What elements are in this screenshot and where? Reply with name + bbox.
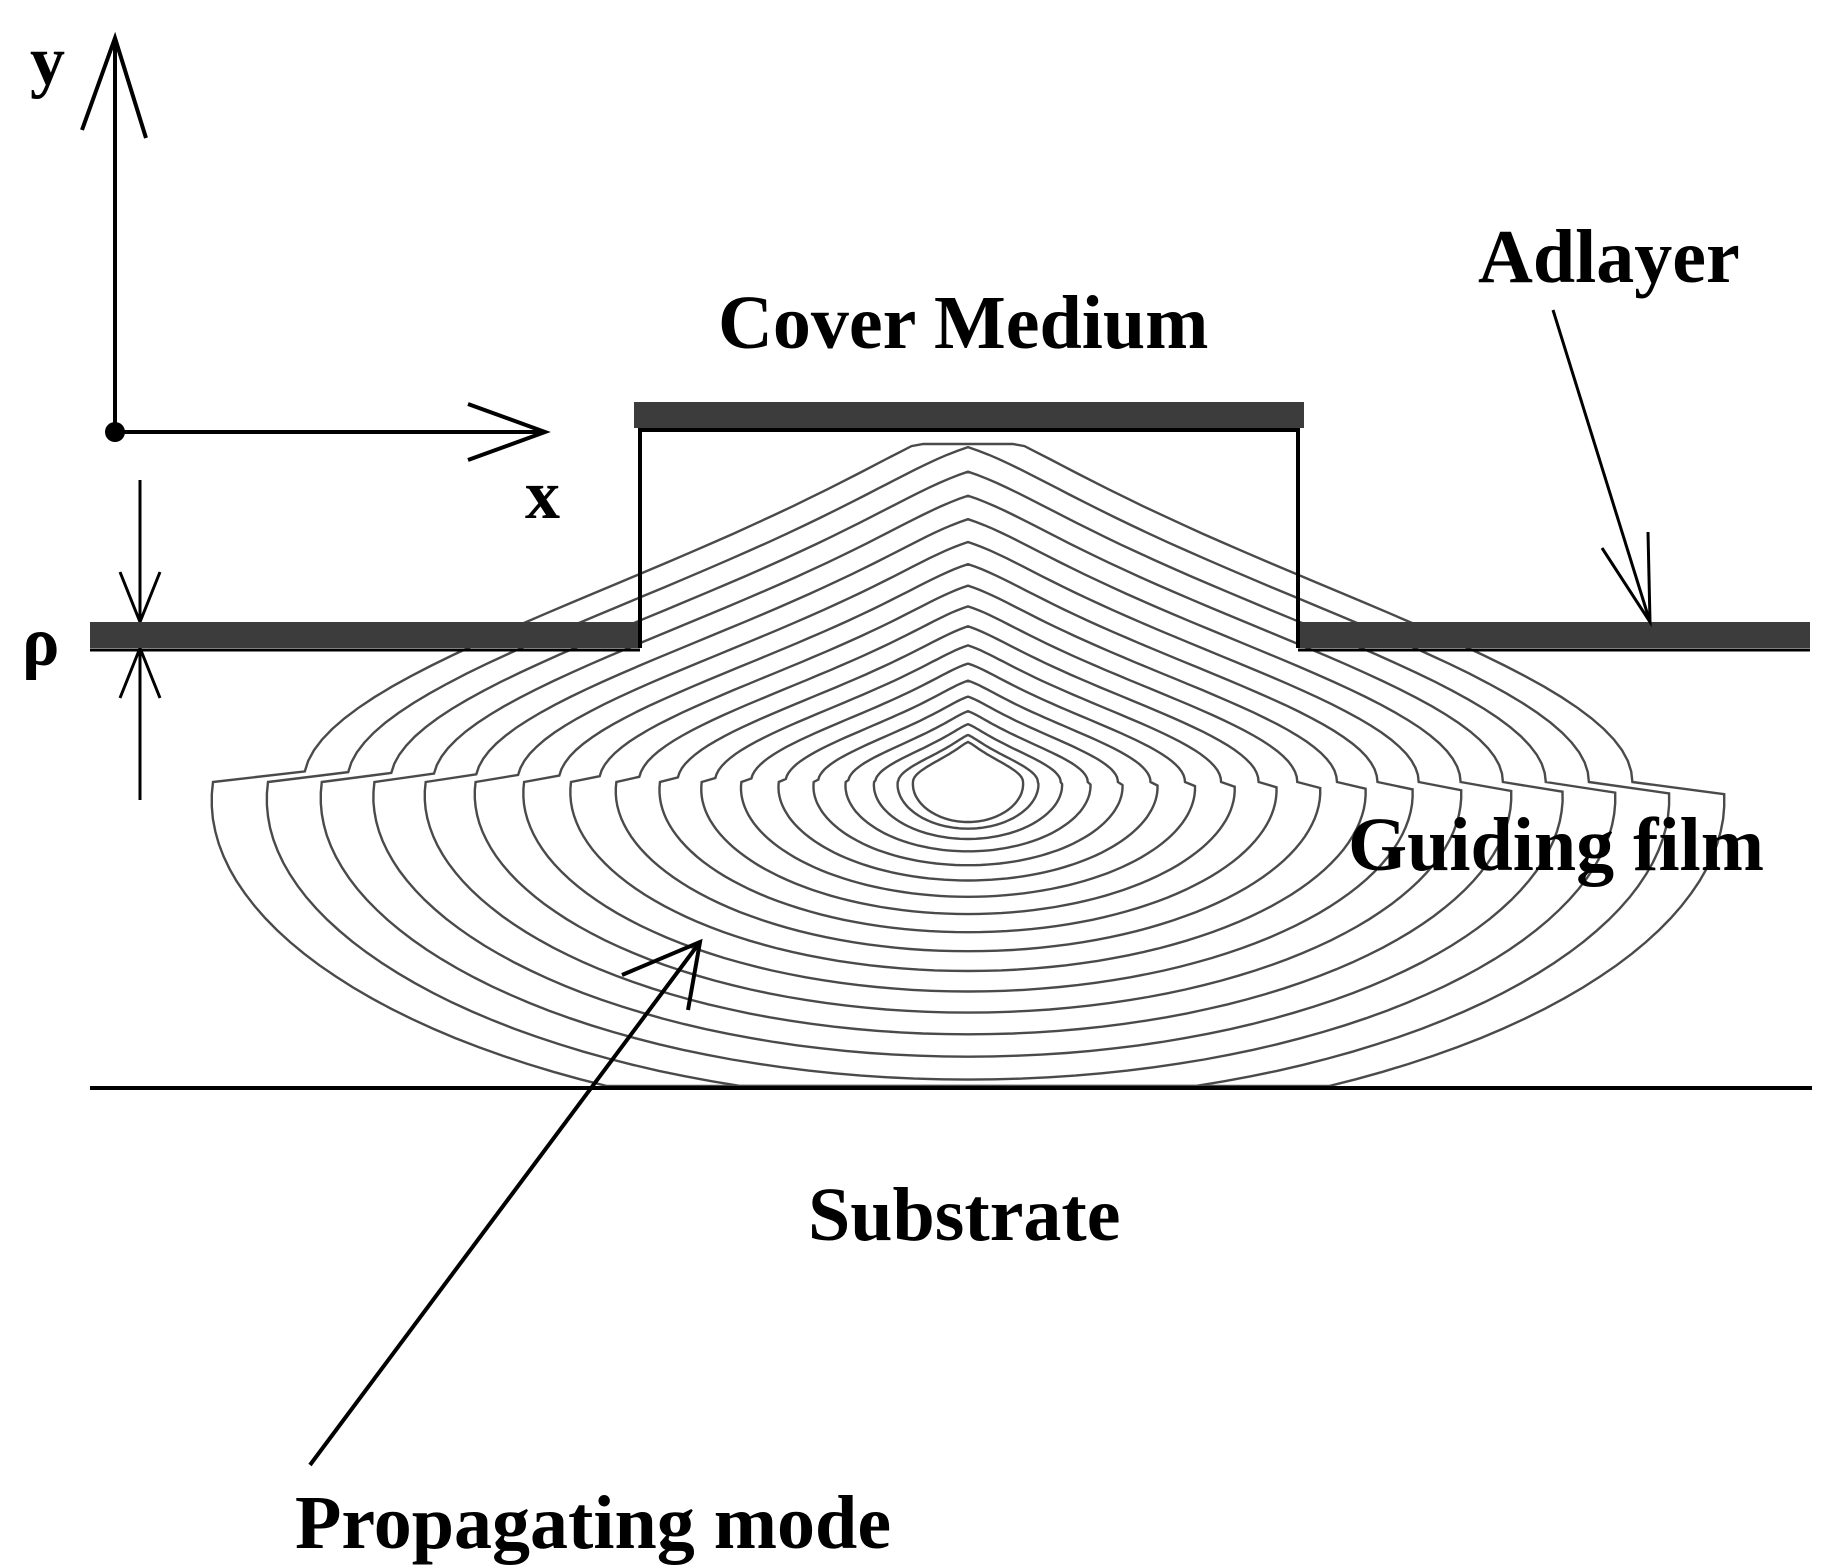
adlayer-right [1298, 622, 1810, 648]
mode-contour [210, 442, 1726, 1088]
mode-contour [896, 733, 1040, 830]
axis-origin-dot [105, 422, 125, 442]
mode-contour [614, 605, 1322, 953]
mode-contour [522, 562, 1414, 993]
mode-contour [844, 709, 1092, 853]
mode-contour [777, 679, 1159, 882]
mode-contour [872, 722, 1064, 841]
y-axis-arrowhead [80, 31, 148, 139]
x-axis-arrowhead [467, 402, 551, 462]
mode-contour [265, 445, 1671, 1088]
adlayer-label: Adlayer [1478, 215, 1740, 299]
waveguide-structure [90, 402, 1812, 1090]
mode-contour [423, 517, 1513, 1036]
mode-contour [911, 740, 1025, 824]
mode-contour [812, 695, 1124, 867]
substrate-label: Substrate [808, 1173, 1120, 1257]
mode-contour [473, 540, 1463, 1014]
adlayer-left [90, 622, 640, 648]
mode-pointer [308, 938, 703, 1467]
mode-contour [700, 644, 1236, 916]
cover-medium-label: Cover Medium [718, 281, 1208, 365]
adlayer-pointer-arrowhead [1600, 531, 1652, 628]
mode-pointer-arrowhead [621, 938, 703, 1011]
mode-contour [319, 470, 1617, 1081]
x-axis-label: x [525, 457, 560, 534]
mode-contour [372, 494, 1564, 1058]
adlayer-ridge-top [634, 402, 1304, 428]
coordinate-axes: y x [30, 23, 560, 534]
mode-pointer-line [308, 940, 702, 1467]
adlayer-pointer [1551, 309, 1652, 628]
mode-contour [739, 662, 1197, 899]
mode-contour [658, 625, 1278, 934]
rho-label: ρ [22, 604, 59, 681]
adlayer-pointer-line [1551, 309, 1652, 623]
propagating-mode-label: Propagating mode [295, 1481, 891, 1565]
guiding-film-label: Guiding film [1348, 803, 1764, 887]
y-axis-label: y [30, 23, 65, 100]
mode-contour [569, 584, 1367, 973]
mode-field-contours [210, 442, 1726, 1088]
ridge-outline [638, 428, 1300, 648]
